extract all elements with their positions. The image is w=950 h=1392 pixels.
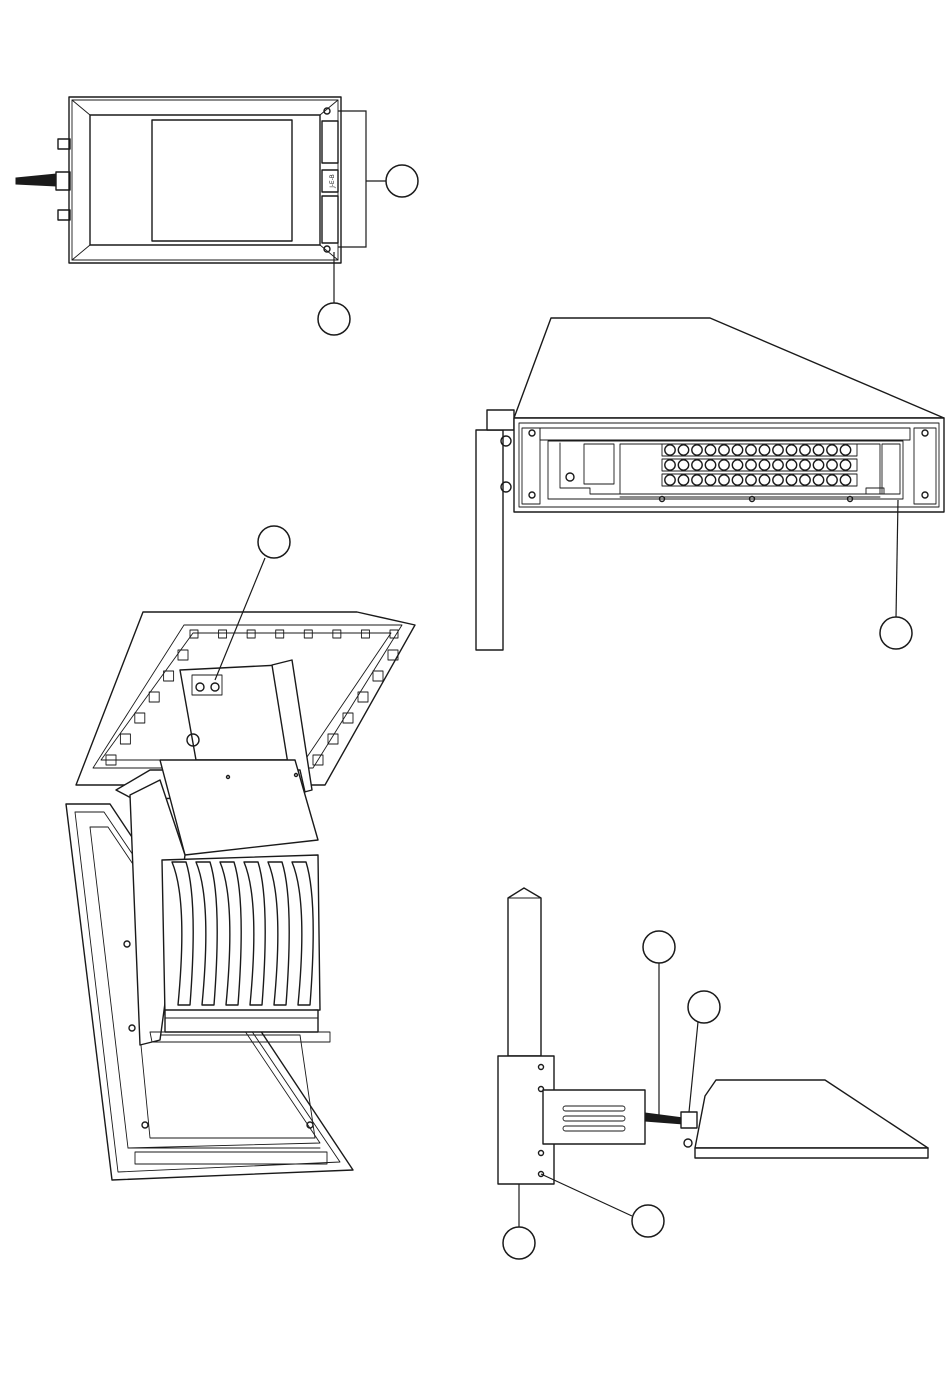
callout-circle bbox=[688, 991, 720, 1023]
side-panel-lower bbox=[322, 196, 338, 243]
side-panel-upper bbox=[322, 121, 338, 163]
callout-circle bbox=[318, 303, 350, 335]
display-window bbox=[152, 120, 292, 241]
callout-circle bbox=[643, 931, 675, 963]
front-view-closed: J-E-B bbox=[16, 97, 418, 335]
callout-circle bbox=[386, 165, 418, 197]
side-view-open-front bbox=[476, 318, 944, 650]
exploded-view-open-lid bbox=[66, 526, 415, 1180]
callout-circle bbox=[503, 1227, 535, 1259]
pole-mount-view bbox=[498, 888, 928, 1259]
callout-circle bbox=[880, 617, 912, 649]
badge-text: J-E-B bbox=[329, 174, 336, 189]
callout-circle bbox=[632, 1205, 664, 1237]
callout-circle bbox=[258, 526, 290, 558]
